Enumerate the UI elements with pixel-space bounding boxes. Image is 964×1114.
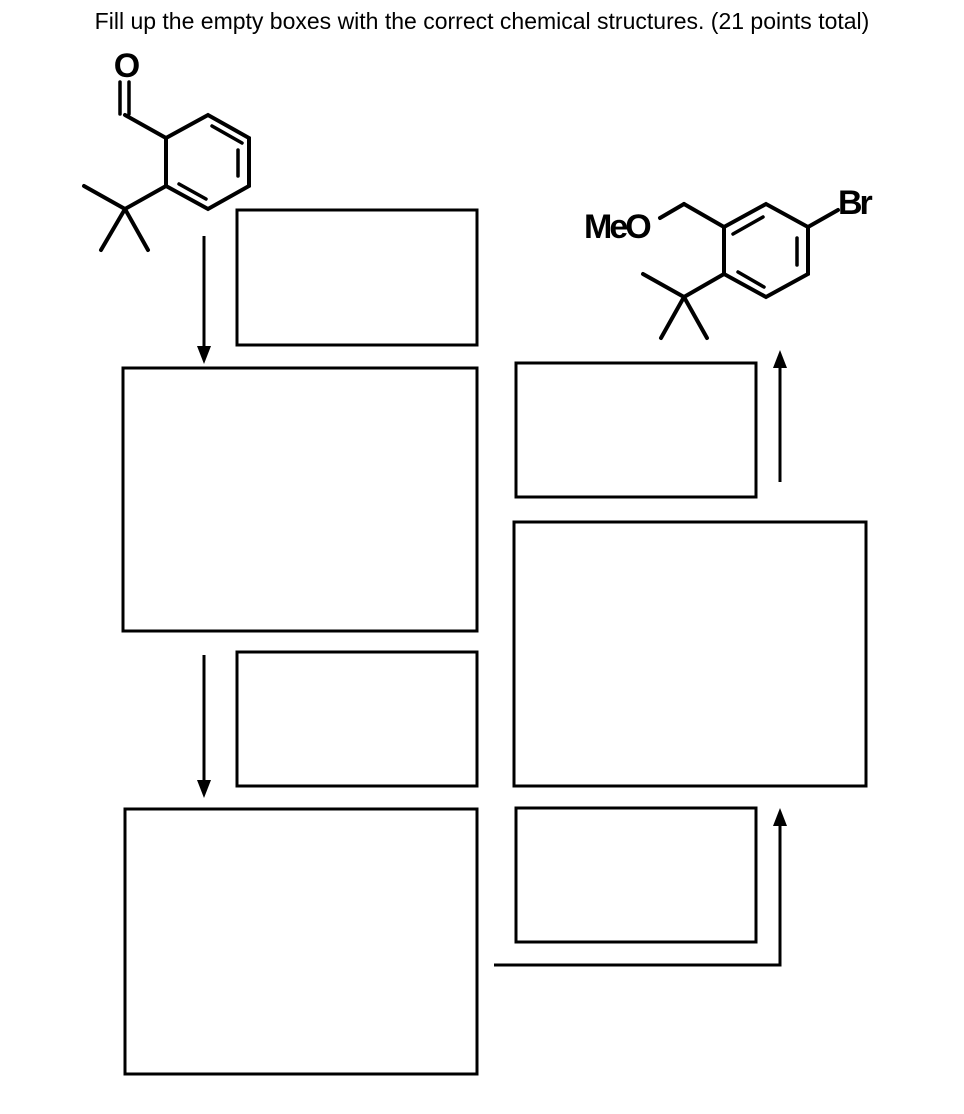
intermediate-box-3[interactable] — [512, 520, 868, 788]
aromatic-double-bond — [731, 215, 765, 236]
question-instruction: Fill up the empty boxes with the correct… — [94, 8, 870, 34]
tert-butyl-methyl — [99, 207, 127, 252]
tert-butyl-methyl — [659, 295, 686, 340]
reaction-arrow-3 — [494, 808, 787, 967]
aromatic-double-bond — [210, 124, 244, 145]
bromo-bond — [806, 208, 840, 229]
intermediate-box-2[interactable] — [123, 807, 479, 1076]
tert-butyl-methyl — [82, 184, 127, 211]
reagent-box-1[interactable] — [235, 208, 479, 347]
tert-butyl-methyl — [641, 272, 686, 299]
methylene-bond — [682, 202, 726, 229]
ether-bond — [658, 202, 686, 220]
aldehyde-bond — [123, 113, 168, 140]
reaction-arrow-1 — [197, 236, 211, 364]
target-product-structure: Br MeO — [584, 184, 876, 340]
oxygen-atom-label: O — [114, 47, 140, 85]
reaction-arrow-2 — [197, 655, 211, 798]
tert-butyl-methyl — [123, 207, 150, 252]
reagent-box-4[interactable] — [514, 361, 758, 499]
tert-butyl-methyl — [682, 295, 709, 340]
reaction-arrow-4 — [773, 350, 787, 482]
reagent-box-2[interactable] — [235, 650, 479, 788]
tert-butyl-bond — [682, 272, 726, 299]
aromatic-double-bond — [736, 270, 766, 289]
intermediate-box-1[interactable] — [121, 366, 479, 633]
tert-butyl-bond — [123, 184, 168, 211]
aromatic-double-bond — [177, 182, 208, 201]
bromine-atom-label: Br — [838, 184, 873, 222]
reagent-box-3[interactable] — [514, 806, 758, 944]
starting-material-structure: O — [82, 47, 251, 252]
methoxy-label: MeO — [584, 208, 651, 246]
